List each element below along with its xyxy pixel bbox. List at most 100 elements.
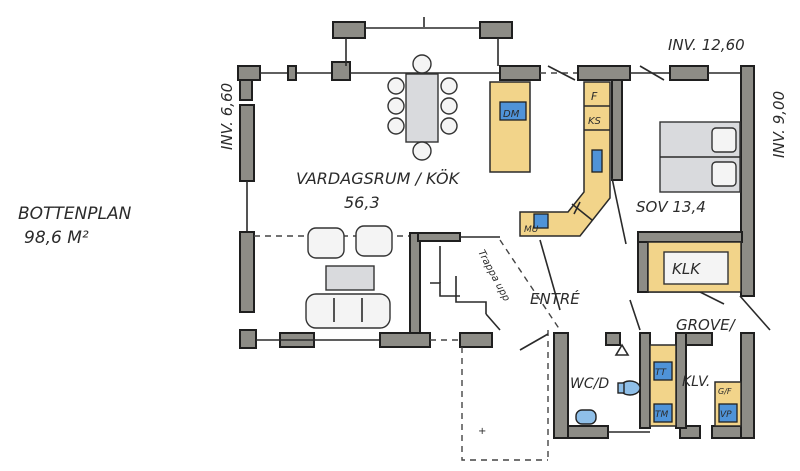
- door-swing: [699, 291, 725, 305]
- wall-segment: [605, 332, 621, 346]
- dining-chair: [387, 77, 405, 95]
- stair-line: [430, 282, 460, 297]
- fridge-freezer-label: KS: [588, 116, 602, 127]
- door-swing: [539, 239, 561, 311]
- wall-segment: [740, 332, 755, 439]
- dining-table: [405, 73, 439, 143]
- wall-segment: [499, 65, 541, 81]
- stairs: Trappa upp: [430, 246, 512, 331]
- wall-segment: [567, 425, 609, 439]
- wall-segment: [409, 232, 421, 334]
- pillow: [711, 161, 737, 187]
- dishwasher: [499, 101, 527, 121]
- room-utility-label: GROVE/: [676, 316, 737, 334]
- microwave: [533, 213, 549, 229]
- dashed-wall: [499, 239, 561, 331]
- wall-segment: [237, 65, 261, 81]
- wall-segment: [577, 65, 631, 81]
- dishwasher-label: DM: [503, 109, 520, 120]
- wall-segment: [669, 65, 709, 81]
- room-living-kitchen-area: 56,3: [344, 193, 380, 212]
- porch-outline: [461, 347, 548, 461]
- dining-chair: [387, 117, 405, 135]
- wall-segment: [639, 332, 651, 429]
- room-wardrobe-label: KLV.: [682, 374, 710, 390]
- dining-chair: [387, 97, 405, 115]
- washer: [653, 403, 673, 423]
- dining-chair: [412, 141, 432, 161]
- dimension-top-label: INV. 12,60: [668, 36, 745, 54]
- stair-line: [485, 313, 501, 331]
- armchair: [355, 225, 393, 257]
- dining-set: [387, 54, 458, 161]
- wall-segment: [417, 232, 461, 242]
- wall-segment: [611, 79, 623, 181]
- wall-segment: [287, 65, 297, 81]
- outer-walls: [237, 21, 755, 461]
- counter-divider: [573, 201, 581, 215]
- kitchen-counter: F KS MU: [519, 81, 611, 237]
- toilet-tank: [617, 382, 625, 394]
- kitchen-island-counter: [489, 81, 531, 173]
- fridge-label: F: [591, 90, 598, 103]
- sink: [591, 149, 603, 173]
- stair-line: [455, 276, 487, 314]
- kitchen-island: DM: [489, 81, 531, 173]
- heat-pump-label: VP: [720, 410, 732, 420]
- door-swing: [739, 295, 771, 331]
- plan-title: BOTTENPLAN: [18, 204, 132, 224]
- wall-segment: [239, 104, 255, 182]
- wall-segment: [637, 241, 649, 293]
- sofa: [305, 293, 391, 329]
- armchair: [307, 227, 345, 259]
- dining-chair: [412, 54, 432, 74]
- dining-chair: [440, 117, 458, 135]
- dimension-left-label: INV. 6,60: [218, 83, 236, 150]
- wall-segment: [685, 332, 713, 346]
- wc-fixtures: [575, 343, 641, 425]
- dining-chair: [440, 97, 458, 115]
- door-swing: [639, 65, 665, 81]
- heat-pump: [718, 403, 738, 423]
- room-closet-label: KLK: [672, 260, 701, 278]
- stairs-label: Trappa upp: [475, 248, 511, 303]
- closet: [647, 241, 742, 293]
- dryer: [653, 361, 673, 381]
- dryer-label: TT: [655, 368, 667, 378]
- wall-segment: [740, 65, 755, 297]
- wall-segment: [239, 79, 253, 101]
- wall-segment: [331, 61, 351, 81]
- room-entrance-label: ENTRÉ: [530, 289, 580, 308]
- gf-label: G/F: [718, 387, 732, 396]
- plan-area: 98,6 M²: [24, 228, 89, 248]
- room-wc-label: WC/D: [570, 376, 609, 392]
- living-furniture: [305, 225, 393, 329]
- door-swing: [611, 177, 627, 245]
- laundry: TT TM G/F VP: [649, 344, 742, 427]
- wall-segment: [379, 332, 431, 348]
- door-swing: [519, 333, 549, 351]
- wall-segment: [479, 21, 513, 39]
- wall-segment: [637, 231, 743, 243]
- microwave-label: MU: [524, 225, 539, 235]
- bedroom-furniture: [659, 121, 741, 193]
- l-shaped-counter: [519, 81, 611, 237]
- dimension-right-label: INV. 9,00: [770, 91, 788, 158]
- counter-divider: [571, 203, 593, 221]
- room-living-kitchen-label: VARDAGSRUM / KÖK: [296, 169, 461, 188]
- closet-inner: [663, 251, 729, 285]
- wash-basin: [575, 409, 597, 425]
- door-swing: [629, 299, 641, 331]
- door-swing: [547, 65, 576, 81]
- coffee-table: [325, 265, 375, 291]
- pillow: [711, 127, 737, 153]
- room-bedroom-label: SOV 13,4: [636, 198, 706, 216]
- wall-segment: [459, 332, 493, 348]
- wall-segment: [239, 329, 257, 349]
- wall-segment: [553, 332, 569, 439]
- dining-chair: [440, 77, 458, 95]
- shower-drain: [614, 343, 630, 356]
- cross-mark: +: [478, 426, 486, 437]
- wall-segment: [239, 231, 255, 313]
